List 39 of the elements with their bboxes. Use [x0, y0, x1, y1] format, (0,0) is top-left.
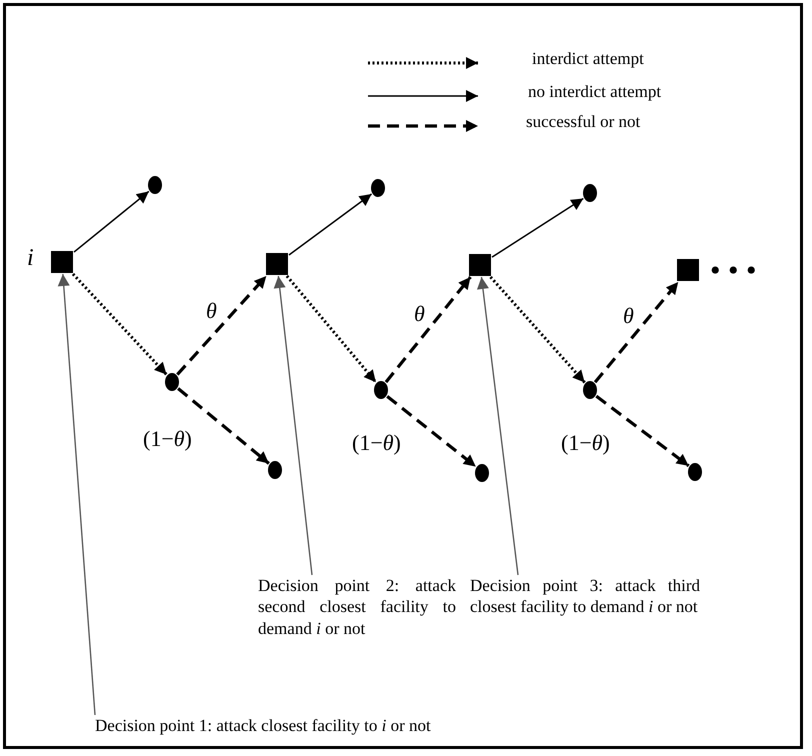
arrow	[594, 280, 680, 384]
arrow	[492, 198, 584, 258]
arrow	[489, 276, 586, 384]
edge-label: (1−θ)	[560, 432, 611, 454]
leader-line	[476, 276, 519, 576]
decision-square	[469, 254, 491, 276]
state-dot	[165, 373, 179, 391]
state-dot	[688, 463, 702, 481]
arrow	[72, 272, 168, 376]
edge-label: (1−θ)	[351, 432, 402, 454]
annotation-text: Decision point 2: attack second closest facility to demand i or not	[258, 575, 456, 639]
legend-text: no interdict attempt	[528, 82, 662, 102]
annotation-text: Decision point 3: attack third closest facility to demand i or not	[470, 575, 700, 618]
arrow	[595, 394, 690, 468]
edge-label: (1−θ)	[142, 428, 193, 450]
legend-text: successful or not	[526, 112, 640, 132]
leader-line	[58, 274, 96, 716]
state-dot	[268, 461, 282, 479]
state-dot	[148, 176, 162, 194]
state-dot	[583, 184, 597, 202]
arrow	[384, 276, 472, 384]
continuation-dots: • • •	[710, 254, 757, 288]
state-dot	[583, 381, 597, 399]
arrow	[386, 395, 477, 468]
arrow	[288, 193, 372, 256]
decision-square	[266, 253, 288, 275]
decision-square	[51, 251, 73, 273]
node-label: i	[27, 245, 34, 272]
legend-text: interdict attempt	[532, 49, 644, 69]
leader-line	[274, 276, 313, 576]
arrow	[176, 274, 268, 376]
decision-square	[677, 259, 699, 281]
state-dot	[475, 464, 489, 482]
arrow	[177, 387, 270, 465]
arrow	[74, 190, 150, 253]
state-dot	[371, 179, 385, 197]
arrow	[286, 275, 378, 384]
annotation-text: Decision point 1: attack closest facility to i or not	[95, 715, 432, 736]
state-dot	[374, 381, 388, 399]
